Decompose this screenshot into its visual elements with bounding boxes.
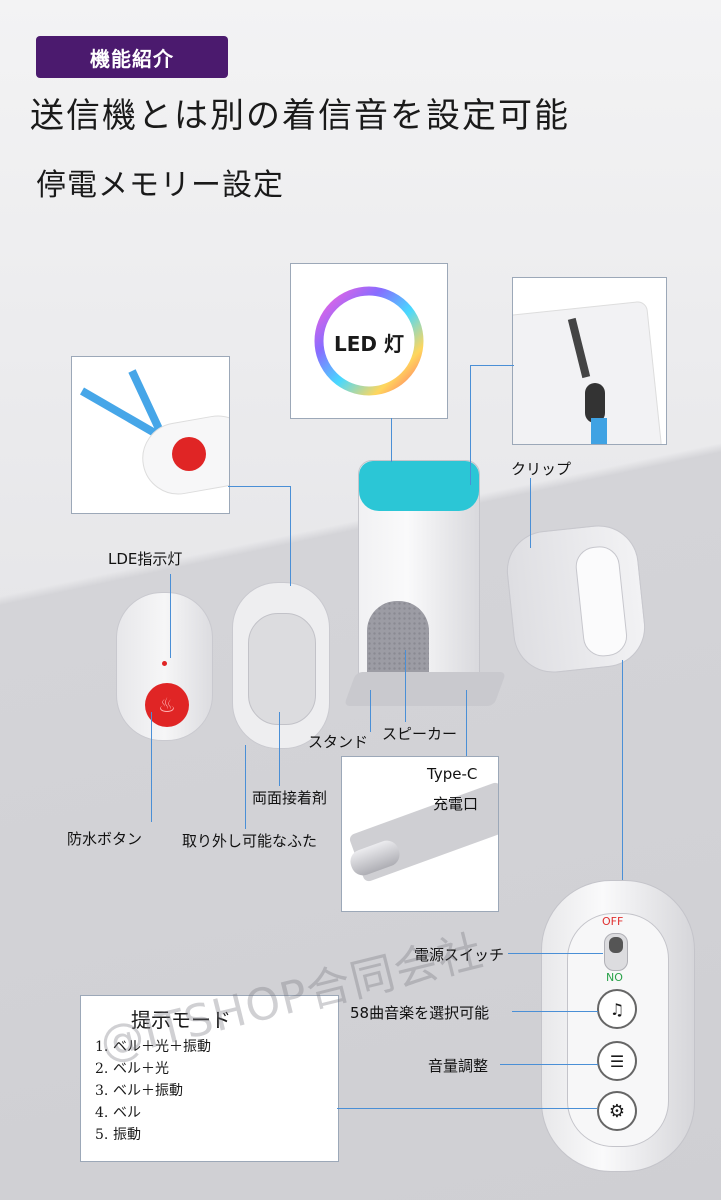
gear-icon: ⚙	[608, 1100, 626, 1122]
leader-line	[151, 712, 152, 822]
mode-title: 提示モード	[131, 1008, 231, 1032]
leader-line	[279, 712, 280, 786]
mode-item: 4.ベル	[95, 1105, 141, 1121]
lde-indicator-label: LDE指示灯	[108, 550, 183, 568]
leader-line	[500, 1064, 598, 1065]
power-switch[interactable]	[604, 933, 628, 971]
receiver-closeup: OFF NO ♫ ☰ ⚙	[541, 880, 695, 1172]
mode-list: 1.ベル＋光＋振動 2.ベル＋光 3.ベル＋振動 4.ベル 5.振動	[95, 1036, 211, 1146]
mode-item: 5.振動	[95, 1127, 141, 1143]
stand-label: スタンド	[308, 733, 369, 751]
led-ring-icon	[314, 286, 424, 396]
leader-line	[228, 486, 290, 487]
led-inset: LED 灯	[290, 263, 448, 419]
typec-inset: Type-C 充電口	[341, 756, 499, 912]
led-cap	[359, 461, 479, 511]
leader-line	[470, 365, 514, 366]
leader-line	[530, 478, 531, 548]
volume-icon: ☰	[609, 1051, 625, 1071]
leader-line	[512, 1011, 598, 1012]
leader-line	[370, 690, 371, 732]
subheadline: 停電メモリー設定	[36, 168, 284, 203]
mode-box: 提示モード 1.ベル＋光＋振動 2.ベル＋光 3.ベル＋振動 4.ベル 5.振動	[80, 995, 339, 1162]
leader-line	[170, 574, 171, 658]
mode-item: 3.ベル＋振動	[95, 1083, 183, 1099]
bell-icon: ♨	[145, 683, 189, 727]
adhesive-label: 両面接着剤	[252, 789, 328, 807]
feature-badge: 機能紹介	[36, 36, 228, 78]
leader-line	[337, 1108, 597, 1109]
typec-label: Type-C	[427, 765, 478, 783]
bell-button-icon	[172, 437, 206, 471]
volume-button[interactable]: ☰	[597, 1041, 637, 1081]
indicator-dot	[162, 661, 167, 666]
headline: 送信機とは別の着信音を設定可能	[30, 96, 570, 136]
receiver-body	[358, 460, 480, 694]
mode-item: 2.ベル＋光	[95, 1061, 169, 1077]
music-button[interactable]: ♫	[597, 989, 637, 1029]
waterproof-button-label: 防水ボタン	[67, 830, 143, 848]
speaker-label: スピーカー	[382, 725, 458, 743]
clip-label: クリップ	[511, 460, 572, 478]
adhesive-pad	[248, 613, 316, 725]
leader-line	[622, 660, 623, 880]
mode-button[interactable]: ⚙	[597, 1091, 637, 1131]
leader-line	[391, 418, 392, 462]
leader-line	[508, 953, 603, 954]
music-select-label: 58曲音楽を選択可能	[350, 1004, 490, 1022]
mode-item: 1.ベル＋光＋振動	[95, 1039, 211, 1055]
clip-inset	[512, 277, 667, 445]
removable-cover-label: 取り外し可能なふた	[182, 832, 318, 850]
switch-off-label: OFF	[602, 915, 624, 928]
leader-line	[405, 650, 406, 722]
leader-line	[470, 365, 471, 485]
volume-label: 音量調整	[428, 1057, 489, 1075]
stand	[343, 672, 507, 706]
leader-line	[466, 690, 467, 756]
removable-cover	[232, 582, 330, 749]
music-icon: ♫	[609, 999, 625, 1019]
transmitter-body: ♨	[116, 592, 213, 741]
leader-line	[245, 745, 246, 829]
charging-port-label: 充電口	[433, 795, 479, 813]
switch-on-label: NO	[606, 971, 623, 984]
power-switch-label: 電源スイッチ	[414, 946, 505, 964]
speaker-grille	[367, 601, 429, 681]
leader-line	[290, 486, 291, 586]
lanyard-inset	[71, 356, 230, 514]
clip-unit	[502, 521, 650, 677]
led-label: LED 灯	[334, 332, 404, 356]
